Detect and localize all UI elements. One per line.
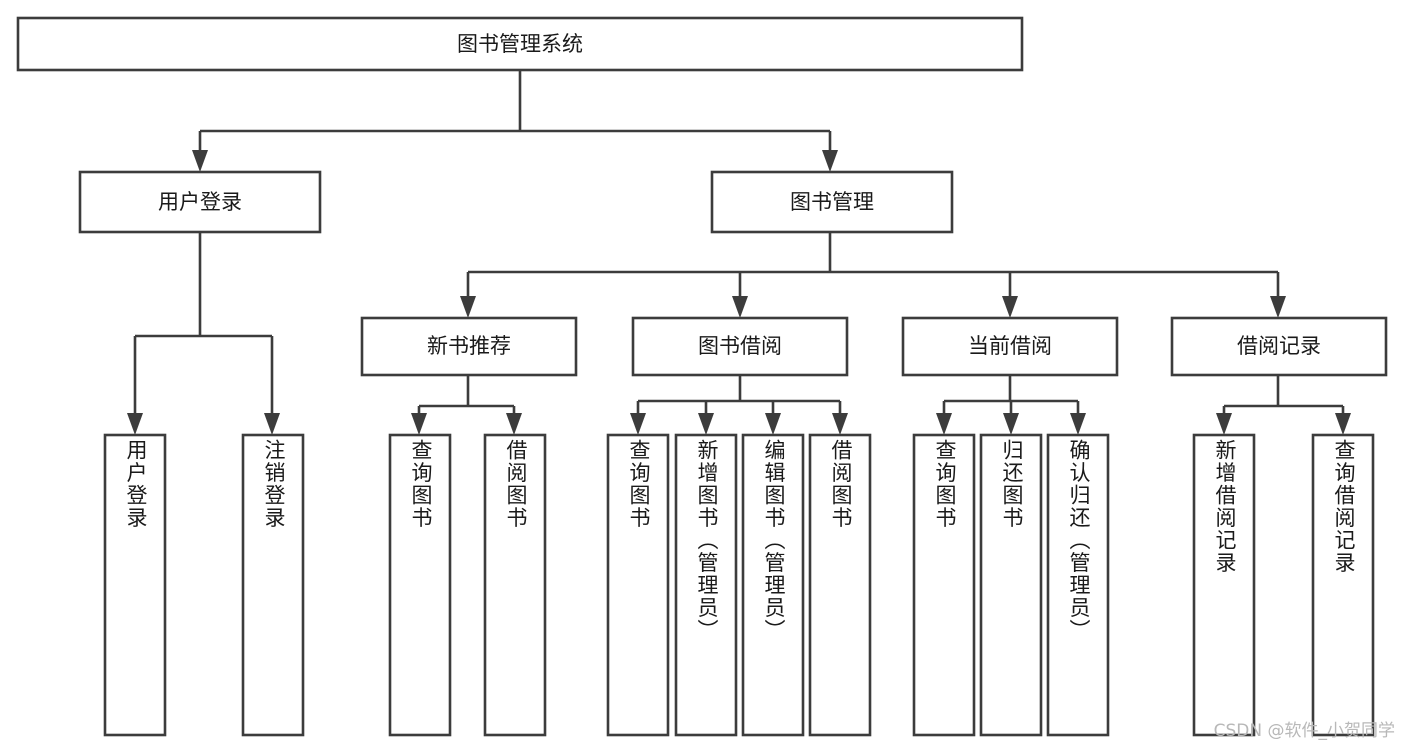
leaf-query-borrow-record[interactable]: 查询借阅记录 bbox=[1311, 433, 1375, 737]
leaf-add-book-label: 新增图书（管理员） bbox=[694, 439, 719, 642]
arrowhead-leaf-add-record bbox=[1216, 413, 1232, 435]
arrowhead-user-login bbox=[192, 150, 208, 172]
arrowhead-leaf-edit-book bbox=[765, 413, 781, 435]
arrowhead-borrow-record bbox=[1270, 296, 1286, 318]
leaf-borrow-book-label: 借阅图书 bbox=[828, 439, 853, 529]
node-new-book-recommend[interactable]: 新书推荐 bbox=[360, 316, 578, 377]
arrowhead-leaf-logout bbox=[264, 413, 280, 435]
leaf-query-borrow-record-label: 查询借阅记录 bbox=[1331, 439, 1356, 574]
arrowhead-leaf-confirm-return bbox=[1070, 413, 1086, 435]
leaf-query-book-borrow[interactable]: 查询图书 bbox=[606, 433, 670, 737]
node-new-book-recommend-label: 新书推荐 bbox=[427, 334, 511, 358]
node-book-borrow-label: 图书借阅 bbox=[698, 334, 782, 358]
arrowhead-leaf-add-book bbox=[698, 413, 714, 435]
leaf-edit-book-label: 编辑图书（管理员） bbox=[761, 439, 786, 642]
arrowhead-leaf-query-book-3 bbox=[936, 413, 952, 435]
leaf-return-book-label: 归还图书 bbox=[999, 439, 1024, 529]
leaf-borrow-book-recommend[interactable]: 借阅图书 bbox=[483, 433, 547, 737]
node-user-login[interactable]: 用户登录 bbox=[78, 170, 322, 234]
leaf-add-book[interactable]: 新增图书（管理员） bbox=[674, 433, 738, 737]
arrowhead-new-book-recommend bbox=[460, 296, 476, 318]
leaf-query-book-current[interactable]: 查询图书 bbox=[912, 433, 976, 737]
arrowhead-book-manage bbox=[822, 150, 838, 172]
node-book-manage[interactable]: 图书管理 bbox=[710, 170, 954, 234]
arrowhead-leaf-borrow-book-2 bbox=[832, 413, 848, 435]
leaf-confirm-return[interactable]: 确认归还（管理员） bbox=[1046, 433, 1110, 737]
node-current-borrow-label: 当前借阅 bbox=[968, 334, 1052, 358]
arrowhead-leaf-borrow-book-1 bbox=[506, 413, 522, 435]
arrowhead-leaf-query-book-1 bbox=[411, 413, 427, 435]
leaf-logout-label: 注销登录 bbox=[261, 439, 286, 529]
leaf-query-book-recommend-label: 查询图书 bbox=[408, 439, 433, 529]
node-borrow-record[interactable]: 借阅记录 bbox=[1170, 316, 1388, 377]
arrowhead-leaf-return-book bbox=[1003, 413, 1019, 435]
leaf-add-borrow-record[interactable]: 新增借阅记录 bbox=[1192, 433, 1256, 737]
leaf-borrow-book-recommend-label: 借阅图书 bbox=[503, 439, 528, 529]
node-borrow-record-label: 借阅记录 bbox=[1237, 334, 1321, 358]
leaf-user-login-label: 用户登录 bbox=[123, 439, 148, 529]
arrowhead-book-borrow bbox=[732, 296, 748, 318]
leaf-add-borrow-record-label: 新增借阅记录 bbox=[1212, 439, 1237, 574]
leaf-query-book-current-label: 查询图书 bbox=[932, 439, 957, 529]
leaf-edit-book[interactable]: 编辑图书（管理员） bbox=[741, 433, 805, 737]
leaf-user-login[interactable]: 用户登录 bbox=[103, 433, 167, 737]
arrowhead-leaf-query-book-2 bbox=[630, 413, 646, 435]
arrowhead-leaf-user-login bbox=[127, 413, 143, 435]
arrowhead-current-borrow bbox=[1002, 296, 1018, 318]
leaf-confirm-return-label: 确认归还（管理员） bbox=[1066, 439, 1091, 642]
node-root-label: 图书管理系统 bbox=[457, 32, 583, 56]
arrowhead-leaf-query-record bbox=[1335, 413, 1351, 435]
node-current-borrow[interactable]: 当前借阅 bbox=[901, 316, 1119, 377]
leaf-borrow-book[interactable]: 借阅图书 bbox=[808, 433, 872, 737]
leaf-query-book-borrow-label: 查询图书 bbox=[626, 439, 651, 529]
node-book-borrow[interactable]: 图书借阅 bbox=[631, 316, 849, 377]
leaf-logout[interactable]: 注销登录 bbox=[241, 433, 305, 737]
connectors bbox=[127, 70, 1351, 435]
leaf-return-book[interactable]: 归还图书 bbox=[979, 433, 1043, 737]
node-user-login-label: 用户登录 bbox=[158, 190, 242, 214]
node-book-manage-label: 图书管理 bbox=[790, 190, 874, 214]
node-root[interactable]: 图书管理系统 bbox=[16, 16, 1024, 72]
leaf-query-book-recommend[interactable]: 查询图书 bbox=[388, 433, 452, 737]
